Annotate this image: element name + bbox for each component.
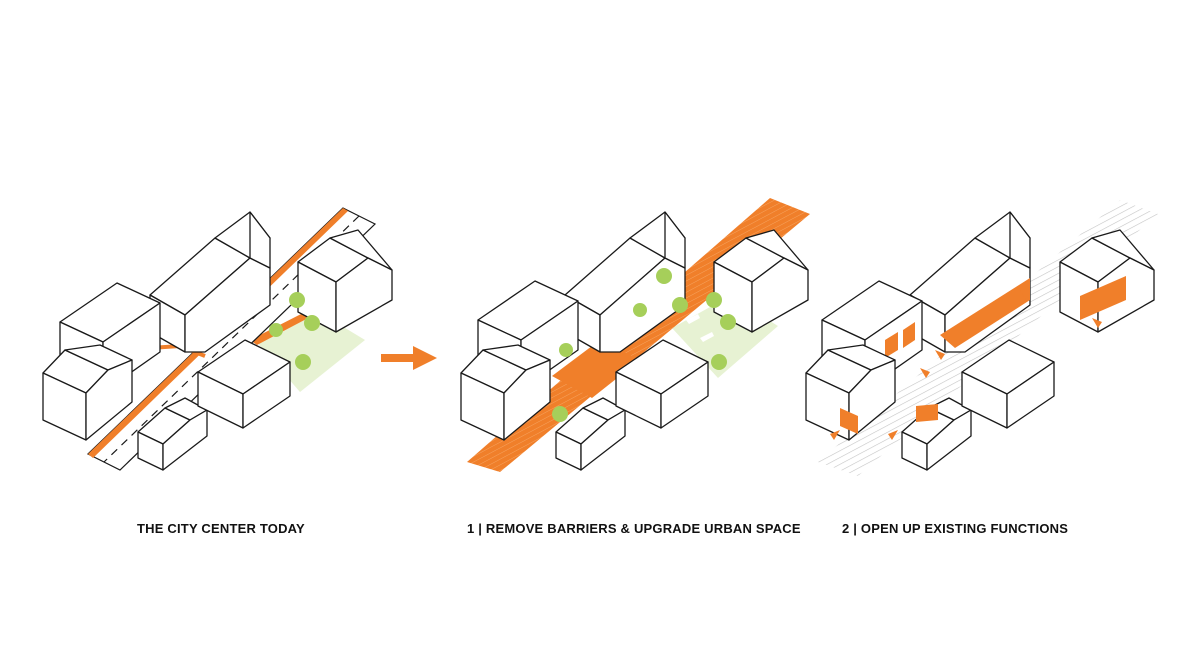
panel-remove-barriers [460,198,810,472]
building-small-front-2 [555,397,626,471]
building-gable-left-3 [805,344,896,441]
right-arrow-icon [381,346,437,370]
building-gable-right [297,229,393,333]
building-long [149,211,271,353]
opening-arrows [830,290,1102,440]
building-small-front-3 [901,397,972,471]
caption-open-functions: 2 | OPEN UP EXISTING FUNCTIONS [842,521,1069,536]
movement-arrows [686,314,714,342]
square-area [552,340,640,398]
building-gable-right-3 [1059,229,1155,333]
building-small-front [137,397,208,471]
building-box-center-3 [961,339,1055,429]
trees-2 [552,268,736,422]
building-gable-left [42,344,133,441]
trees [269,292,320,370]
building-long-3 [909,211,1031,353]
caption-remove-barriers: 1 | REMOVE BARRIERS & UPGRADE URBAN SPAC… [467,521,801,536]
panel-today [42,207,393,471]
panel-open-functions [805,200,1158,476]
building-gable-left-2 [460,344,551,441]
building-box-center-2 [615,339,709,429]
building-gable-right-2 [713,229,809,333]
caption-today: THE CITY CENTER TODAY [137,521,305,536]
building-box-center [197,339,291,429]
